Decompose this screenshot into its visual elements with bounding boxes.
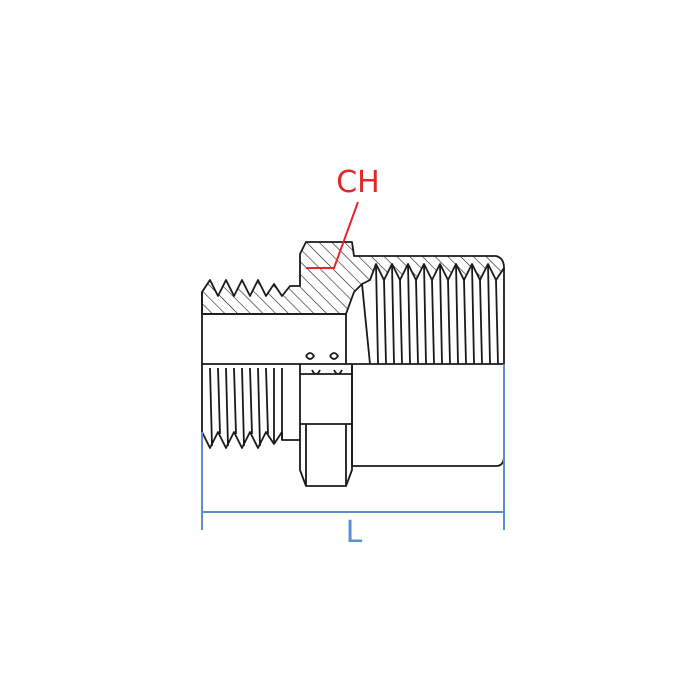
right-body-outline-lower — [351, 364, 505, 467]
male-thread-crests — [209, 367, 269, 447]
seal-marks — [300, 352, 352, 375]
hex-outline — [299, 364, 353, 487]
hex-size-annotation: CH — [306, 165, 380, 269]
hex-chamfer-lines — [305, 424, 347, 486]
female-thread-teeth-upper — [361, 263, 499, 365]
thread-relief — [273, 368, 283, 444]
lower-external-view — [201, 352, 505, 487]
upper-section-view — [201, 241, 505, 365]
length-dimension: L — [201, 364, 505, 550]
hex-size-label: CH — [336, 165, 380, 200]
hex-leader-line — [306, 201, 359, 269]
length-label: L — [346, 515, 363, 550]
section-hatched-body — [201, 241, 505, 315]
